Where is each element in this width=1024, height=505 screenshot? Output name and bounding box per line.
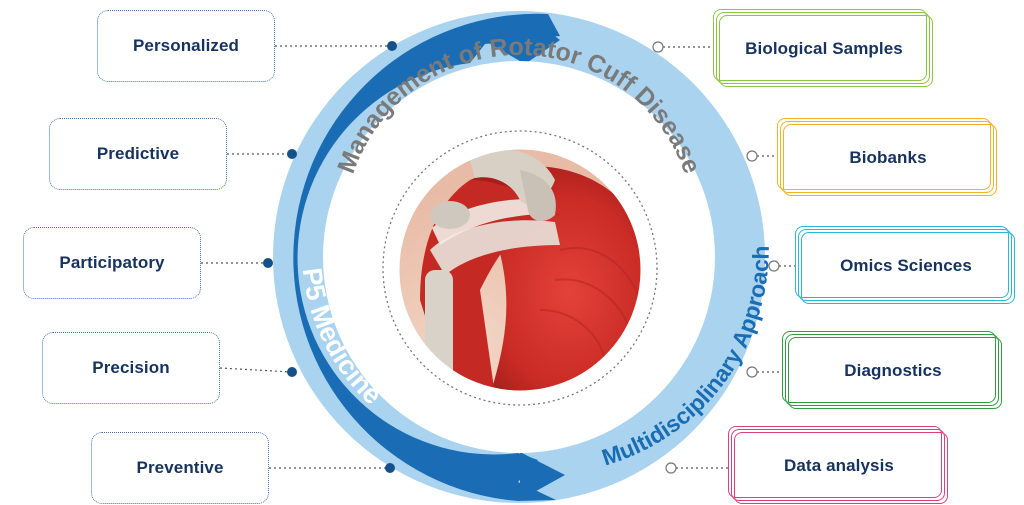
approach-item-data-analysis: Data analysis	[728, 426, 948, 504]
approach-item-label: Biobanks	[849, 148, 927, 167]
p5-item-participatory: Participatory	[23, 227, 201, 299]
p5-item-preventive: Preventive	[91, 432, 269, 504]
approach-item-omics-sciences: Omics Sciences	[795, 226, 1015, 304]
connector-dot	[768, 260, 780, 272]
p5-item-personalized: Personalized	[97, 10, 275, 82]
ring-arrow-bottom	[520, 452, 565, 500]
connector-dot	[665, 462, 677, 474]
ring-arrow-top	[480, 14, 560, 64]
p5-item-precision: Precision	[42, 332, 220, 404]
connector-lines	[201, 45, 795, 469]
p5-item-predictive: Predictive	[49, 118, 227, 190]
approach-item-label: Omics Sciences	[840, 256, 972, 275]
approach-item-biobanks: Biobanks	[777, 118, 997, 196]
p5-item-label: Participatory	[59, 253, 165, 272]
p5-item-label: Personalized	[132, 36, 240, 55]
connector-line	[219, 367, 293, 373]
connector-dot	[652, 41, 664, 53]
connector-dot	[385, 463, 395, 473]
approach-item-diagnostics: Diagnostics	[782, 331, 1002, 409]
ring-inner-dotted	[382, 130, 658, 406]
approach-item-label: Data analysis	[784, 456, 894, 475]
connector-dot	[287, 367, 297, 377]
p5-item-label: Preventive	[136, 458, 224, 477]
connector-dots	[263, 41, 780, 474]
approach-item-label: Biological Samples	[745, 39, 903, 58]
approach-item-biological-samples: Biological Samples	[713, 9, 933, 87]
connector-dot	[746, 366, 758, 378]
connector-dot	[387, 41, 397, 51]
shoulder-anatomy-illustration	[398, 148, 642, 392]
p5-item-label: Predictive	[96, 144, 180, 163]
p5-item-label: Precision	[92, 358, 170, 377]
connector-dot	[263, 258, 273, 268]
illustration-border	[396, 146, 644, 394]
connector-dot	[287, 149, 297, 159]
connector-dot	[746, 150, 758, 162]
approach-item-label: Diagnostics	[844, 361, 942, 380]
